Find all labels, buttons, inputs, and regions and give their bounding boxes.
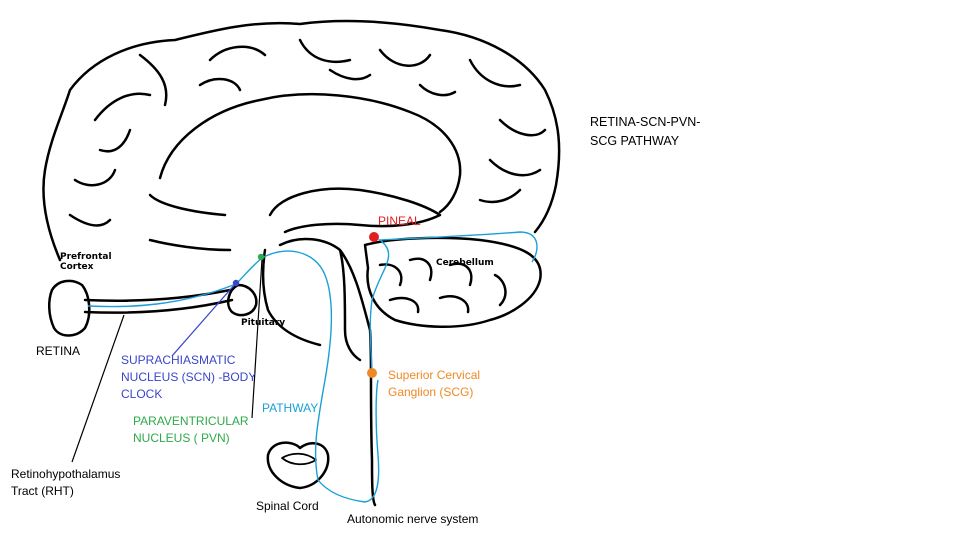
spinal-cord-label: Spinal Cord xyxy=(256,499,319,513)
scg-dot xyxy=(367,368,377,378)
pineal-label: PINEAL xyxy=(378,214,421,228)
retina-label: RETINA xyxy=(36,344,81,358)
scg-label: Superior Cervical Ganglion (SCG) xyxy=(388,368,481,399)
cerebellum-label: Cerebellum xyxy=(436,258,494,268)
pathway-line-pineal xyxy=(369,231,538,379)
brainstem-left xyxy=(261,248,322,347)
pvn-label: PARAVENTRICULAR NUCLEUS ( PVN) xyxy=(133,414,249,445)
pathway-line-optic xyxy=(87,283,237,308)
spinal-cord-outline xyxy=(266,441,330,490)
pituitary-label: Pituitary xyxy=(241,318,286,328)
pituitary-outline xyxy=(226,283,258,317)
lower-gyrus-line xyxy=(148,193,232,252)
pineal-dot xyxy=(369,232,379,242)
gyri-squiggles xyxy=(68,38,547,227)
scn-label: SUPRACHIASMATIC NUCLEUS (SCN) -BODY CLOC… xyxy=(121,353,257,401)
optic-nerve xyxy=(83,288,234,314)
prefrontal-cortex-label: Prefrontal Cortex xyxy=(60,252,112,272)
cerebellum-outline xyxy=(363,236,542,328)
pvn-pointer-line xyxy=(251,258,263,419)
pathway-label: PATHWAY xyxy=(262,401,319,415)
eye-outline xyxy=(48,279,91,337)
pathway-line-descending xyxy=(261,250,380,503)
scn-pointer-line xyxy=(171,282,237,357)
brain-outline xyxy=(42,19,561,262)
rht-label: Retinohypothalamus Tract (RHT) xyxy=(11,467,121,498)
pathway-line-scn-pvn xyxy=(235,257,263,285)
cerebellum-folia xyxy=(378,257,507,314)
corpus-callosum xyxy=(268,187,442,234)
scn-dot xyxy=(232,279,240,287)
inner-gyrus-line xyxy=(158,93,462,214)
spinal-cord-grey-matter xyxy=(281,452,317,466)
rht-pointer-line xyxy=(71,314,125,463)
autonomic-nerve-system-label: Autonomic nerve system xyxy=(347,512,479,526)
diagram-title: RETINA-SCN-PVN- SCG PATHWAY xyxy=(590,115,701,148)
pvn-dot xyxy=(257,253,265,261)
